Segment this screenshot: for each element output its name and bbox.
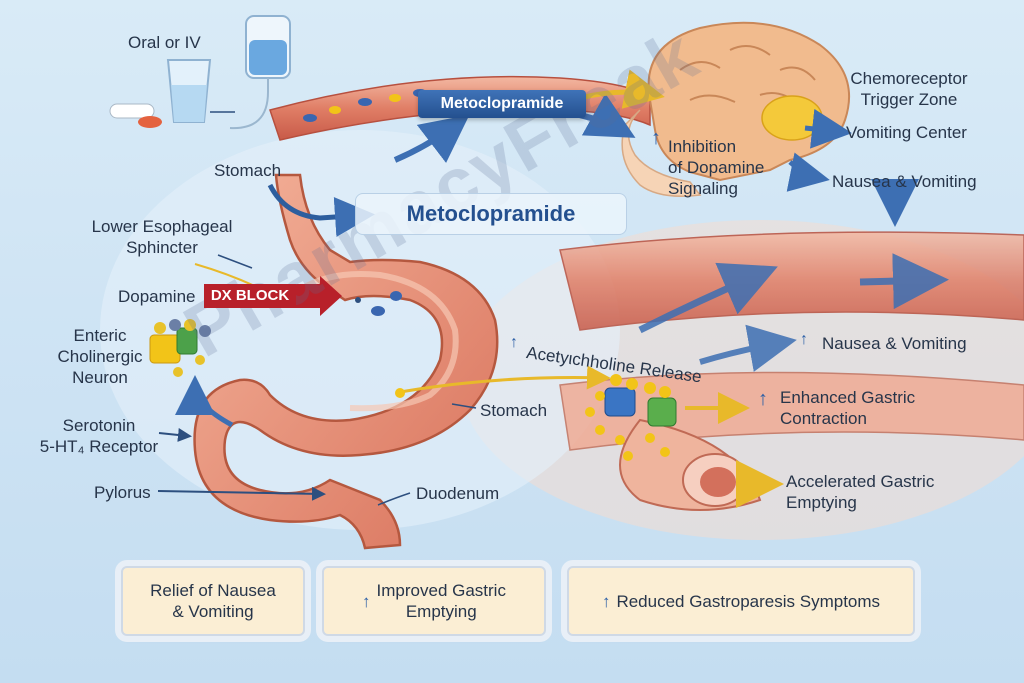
route-label: Oral or IV: [128, 33, 201, 52]
up-arrow-icon: ↑: [651, 127, 661, 149]
outcome-relief: Relief of Nausea & Vomiting: [121, 566, 305, 636]
neuron-receptor-icon: [149, 319, 211, 377]
outcome-relief-text: Relief of Nausea & Vomiting: [150, 581, 276, 621]
up-arrow-icon: ↑: [800, 331, 808, 348]
outcome-emptying-text: Improved Gastric Emptying: [376, 581, 506, 621]
ctz-label: Chemoreceptor Trigger Zone: [850, 69, 968, 109]
iv-bag-icon: [229, 15, 291, 130]
brain-icon: [621, 21, 851, 197]
duodenum-label: Duodenum: [416, 484, 500, 503]
receptor-icon: [585, 374, 677, 461]
inhibition-label: Inhibition of Dopamine Signaling: [668, 137, 765, 198]
block-tag: DX BLOCK: [204, 284, 296, 308]
outcome-gastroparesis: ↑ Reduced Gastroparesis Symptoms: [567, 566, 915, 636]
up-arrow-icon: ↑: [362, 591, 371, 611]
drug-name-pill: Metoclopramide: [418, 90, 586, 118]
pill-icon: [109, 103, 162, 128]
stomach-mid-label: Stomach: [480, 401, 548, 420]
outcome-emptying: ↑ Improved Gastric Emptying: [322, 566, 546, 636]
accelerated-emptying-label: Accelerated Gastric Emptying: [786, 472, 935, 512]
enteric-neuron-label: Enteric Cholinergic Neuron: [57, 326, 143, 387]
nausea-vomiting-top-label: Nausea & Vomiting: [832, 172, 977, 191]
up-arrow-icon: ↑: [510, 334, 518, 351]
water-glass-icon: [166, 59, 212, 123]
nausea-vomiting-mid-label: Nausea & Vomiting: [822, 334, 967, 353]
enhanced-contraction-label: Enhanced Gastric Contraction: [780, 388, 916, 428]
stomach-top-label: Stomach: [214, 161, 282, 180]
up-arrow-icon: ↑: [601, 591, 611, 611]
up-arrow-icon: ↑: [758, 388, 768, 410]
serotonin-receptor-label: Serotonin 5-HT₄ Receptor: [39, 416, 159, 456]
les-label: Lower Esophageal Sphincter: [91, 217, 233, 257]
pylorus-label: Pylorus: [94, 483, 151, 502]
drug-name-title: Metoclopramide: [355, 193, 627, 235]
outcome-gastroparesis-text: Reduced Gastroparesis Symptoms: [616, 591, 881, 611]
dopamine-label: Dopamine: [118, 287, 196, 306]
vomiting-center-label: Vomiting Center: [846, 123, 967, 142]
